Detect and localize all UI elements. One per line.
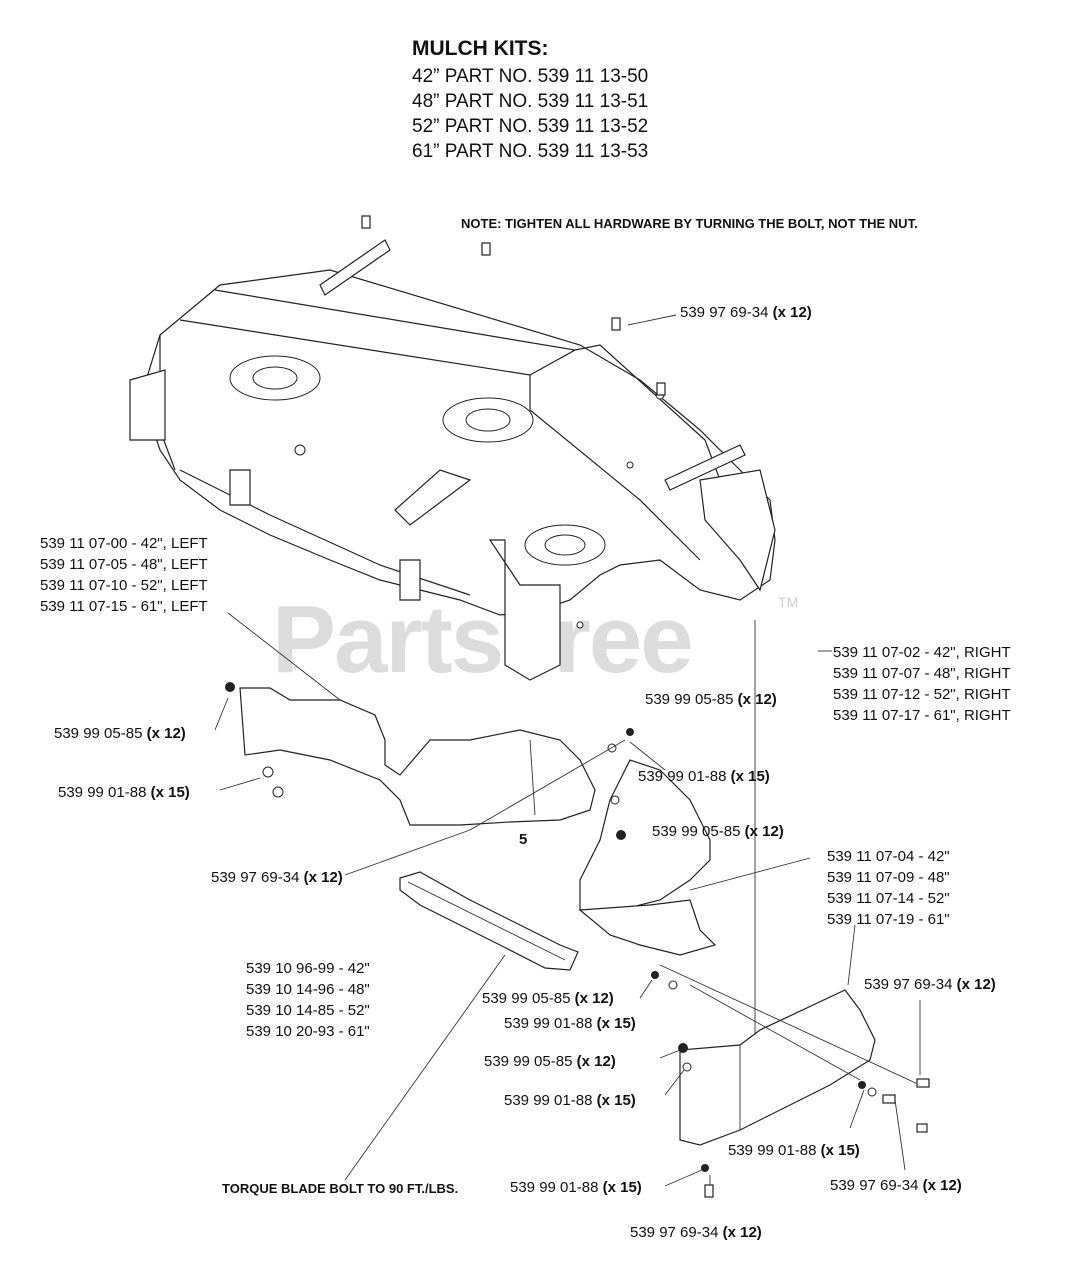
quantity: (x 12) — [722, 1224, 762, 1241]
callout-washer-right: 539 99 01-88 (x 15) — [728, 1140, 860, 1161]
part-number: 539 97 69-34 — [630, 1224, 719, 1241]
part-number: 539 99 01-88 — [638, 768, 727, 785]
callout-bolt-bottom: 539 97 69-34 (x 12) — [630, 1222, 762, 1243]
center-baffle-42: 539 11 07-04 - 42" — [827, 848, 950, 865]
callout-bolt-right-bottom: 539 97 69-34 (x 12) — [830, 1175, 962, 1196]
callout-washer-mid-top: 539 99 01-88 (x 15) — [638, 766, 770, 787]
callout-bolt-right: 539 97 69-34 (x 12) — [864, 974, 996, 995]
left-baffle-48: 539 11 07-05 - 48", LEFT — [40, 556, 208, 573]
part-number: 539 97 69-34 — [680, 304, 769, 321]
center-baffle-48: 539 11 07-09 - 48" — [827, 869, 950, 886]
kit-52: 52” PART NO. 539 11 13-52 — [412, 116, 649, 137]
part-number: 539 99 01-88 — [58, 784, 147, 801]
part-number: 539 99 05-85 — [54, 725, 143, 742]
quantity: (x 15) — [596, 1015, 636, 1032]
blade-48: 539 10 14-96 - 48" — [246, 981, 370, 998]
item-number: 5 — [519, 831, 528, 848]
center-baffle — [344, 728, 811, 956]
part-number: 539 99 05-85 — [652, 823, 741, 840]
callout-nut-mid-4: 539 99 05-85 (x 12) — [484, 1051, 616, 1072]
torque-note: TORQUE BLADE BOLT TO 90 FT./LBS. — [222, 1181, 459, 1196]
kit-61: 61” PART NO. 539 11 13-53 — [412, 141, 649, 162]
callout-nut-left: 539 99 05-85 (x 12) — [54, 723, 186, 744]
watermark-tm: TM — [778, 594, 799, 610]
right-plate — [651, 620, 930, 1198]
quantity: (x 12) — [956, 976, 996, 993]
kit-48: 48” PART NO. 539 11 13-51 — [412, 91, 649, 112]
hardware-note: NOTE: TIGHTEN ALL HARDWARE BY TURNING TH… — [461, 216, 918, 231]
blade-42: 539 10 96-99 - 42" — [246, 960, 370, 977]
callout-nut-mid-3: 539 99 05-85 (x 12) — [482, 988, 614, 1009]
blade-52: 539 10 14-85 - 52" — [246, 1002, 370, 1019]
part-number: 539 99 05-85 — [645, 691, 734, 708]
quantity: (x 12) — [922, 1177, 962, 1194]
part-number: 539 99 01-88 — [504, 1015, 593, 1032]
center-baffle-52: 539 11 07-14 - 52" — [827, 890, 950, 907]
callout-washer-bottom: 539 99 01-88 (x 15) — [510, 1177, 642, 1198]
center-baffle-61: 539 11 07-19 - 61" — [827, 911, 950, 928]
quantity: (x 12) — [576, 1053, 616, 1070]
quantity: (x 15) — [150, 784, 190, 801]
top-bolts — [361, 215, 677, 396]
left-baffle-52: 539 11 07-10 - 52", LEFT — [40, 577, 208, 594]
right-baffle-61: 539 11 07-17 - 61", RIGHT — [833, 707, 1011, 724]
left-baffle-42: 539 11 07-00 - 42", LEFT — [40, 535, 208, 552]
part-number: 539 99 05-85 — [484, 1053, 573, 1070]
callout-washer-left: 539 99 01-88 (x 15) — [58, 782, 190, 803]
quantity: (x 12) — [737, 691, 777, 708]
part-number: 539 99 01-88 — [510, 1179, 599, 1196]
mower-deck — [129, 239, 776, 681]
right-baffle-48: 539 11 07-07 - 48", RIGHT — [833, 665, 1011, 682]
part-number: 539 99 01-88 — [504, 1092, 593, 1109]
quantity: (x 12) — [303, 869, 343, 886]
callout-nut-mid-2: 539 99 05-85 (x 12) — [652, 821, 784, 842]
left-baffle-61: 539 11 07-15 - 61", LEFT — [40, 598, 208, 615]
quantity: (x 12) — [574, 990, 614, 1007]
right-baffle-52: 539 11 07-12 - 52", RIGHT — [833, 686, 1011, 703]
mower-blade — [344, 871, 579, 1181]
quantity: (x 15) — [820, 1142, 860, 1159]
quantity: (x 12) — [146, 725, 186, 742]
callout-washer-mid-4: 539 99 01-88 (x 15) — [504, 1090, 636, 1111]
quantity: (x 12) — [744, 823, 784, 840]
callout-nut-mid-top: 539 99 05-85 (x 12) — [645, 689, 777, 710]
part-number: 539 99 05-85 — [482, 990, 571, 1007]
quantity: (x 15) — [602, 1179, 642, 1196]
part-number: 539 99 01-88 — [728, 1142, 817, 1159]
kit-42: 42” PART NO. 539 11 13-50 — [412, 66, 649, 87]
callout-bolt-top: 539 97 69-34 (x 12) — [680, 302, 812, 323]
callout-washer-mid-3: 539 99 01-88 (x 15) — [504, 1013, 636, 1034]
leader-lines — [629, 650, 921, 1187]
quantity: (x 15) — [730, 768, 770, 785]
right-baffle-42: 539 11 07-02 - 42", RIGHT — [833, 644, 1011, 661]
part-number: 539 97 69-34 — [864, 976, 953, 993]
quantity: (x 12) — [772, 304, 812, 321]
blade-61: 539 10 20-93 - 61" — [246, 1023, 370, 1040]
part-number: 539 97 69-34 — [211, 869, 300, 886]
left-baffle — [214, 612, 596, 826]
mulch-kits-title: MULCH KITS: — [412, 37, 549, 60]
part-number: 539 97 69-34 — [830, 1177, 919, 1194]
callout-bolt-left: 539 97 69-34 (x 12) — [211, 867, 343, 888]
quantity: (x 15) — [596, 1092, 636, 1109]
